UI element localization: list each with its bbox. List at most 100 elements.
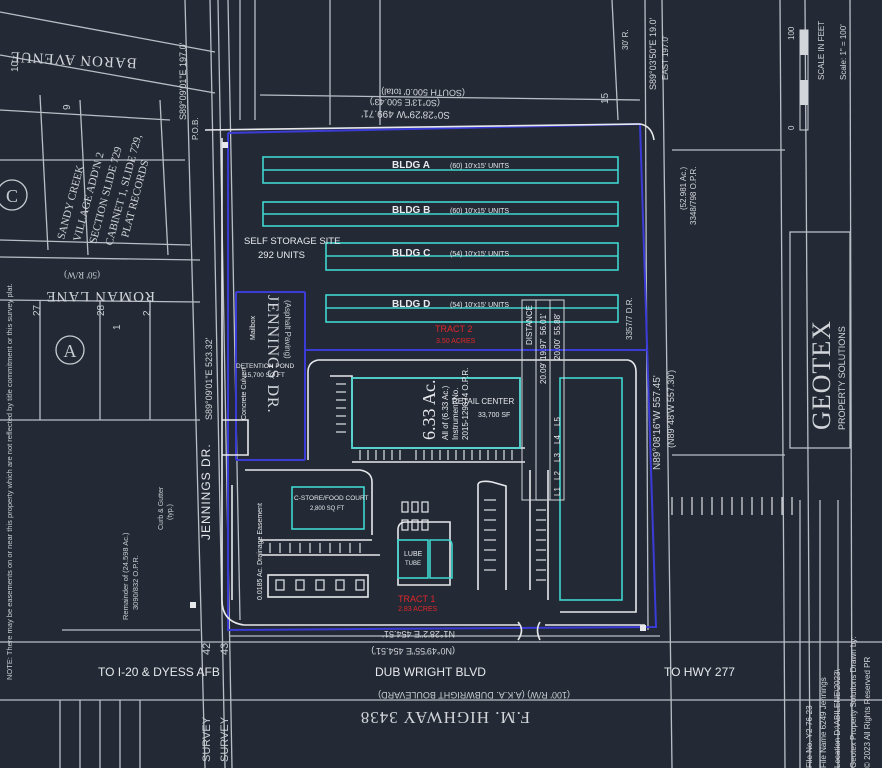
title-block: File No. Y2-76-23 File Name 6249 Jenning… bbox=[805, 636, 872, 768]
block-a-circle bbox=[55, 335, 85, 365]
block-c-circle bbox=[0, 179, 28, 211]
copyright: © 2023 All Rights Reserved PR bbox=[863, 656, 872, 768]
bearing-bottom-record: (N0°49'55"E 454.51') bbox=[371, 646, 455, 656]
tract2-label: TRACT 2 bbox=[435, 324, 472, 334]
lube-outline bbox=[397, 539, 429, 579]
line-l3: L3 bbox=[553, 453, 562, 462]
distance-d3: 19.97' bbox=[539, 338, 548, 360]
jennings-dr-left-label: JENNINGS DR. bbox=[199, 443, 213, 540]
cstore-title: C-STORE/FOOD COURT bbox=[294, 495, 369, 502]
lot-28: 28 bbox=[96, 304, 107, 316]
remainder-label: Remainder of (24.598 Ac.) bbox=[121, 532, 130, 620]
file-location: Location D:\ABILENE\2023\ bbox=[833, 668, 842, 768]
block-a-letter: A bbox=[64, 341, 77, 361]
tract-labels: TRACT 2 3.50 ACRES TRACT 1 2.83 ACRES bbox=[398, 324, 476, 613]
lot-27: 27 bbox=[32, 304, 43, 316]
storage-buildings bbox=[262, 156, 619, 323]
scale-bar: 100 0 SCALE IN FEET Scale: 1" = 100' bbox=[787, 21, 848, 131]
roman-lane-label: ROMAN LANE bbox=[45, 288, 155, 304]
culvert-label: Concrete Culvert bbox=[241, 367, 248, 420]
retail-sf: 33,700 SF bbox=[478, 412, 510, 419]
line-l5: L5 bbox=[553, 417, 562, 426]
geotex-sub: PROPERTY SOLUTIONS bbox=[837, 326, 847, 430]
bearing-right-record: (N89°48'W 557.30') bbox=[666, 370, 676, 448]
bldg-c-units: (54) 10'x15' UNITS bbox=[450, 251, 509, 258]
fm-aka-label: (100' R/W) (A.K.A. DUBWRIGHT BOULEVARD) bbox=[378, 690, 570, 700]
bearing-top-south: (SOUTH 500.0' total) bbox=[381, 87, 465, 98]
bldg-a-units: (60) 10'x15' UNITS bbox=[450, 163, 509, 170]
right-parcel-acres: (52.981 Ac.) bbox=[679, 167, 688, 210]
subdivision-label: SANDY CREEK VILLAGE ADD'N 2 SECTION SLID… bbox=[55, 133, 151, 247]
site-labels: SELF STORAGE SITE 292 UNITS RETAIL CENTE… bbox=[158, 236, 514, 600]
fm-highway-label: F.M. HIGHWAY 3438 bbox=[360, 708, 530, 727]
retail-title: RETAIL CENTER bbox=[452, 397, 514, 406]
lot-9: 9 bbox=[62, 104, 73, 110]
tract1-label: TRACT 1 bbox=[398, 594, 435, 604]
block-c-letter: C bbox=[6, 186, 18, 206]
corner-markers bbox=[190, 142, 646, 631]
acreage-label: 6.33 Ac. bbox=[419, 380, 439, 441]
dim-east-label: EAST 197.0' bbox=[661, 35, 670, 80]
pump-islands bbox=[275, 501, 429, 591]
remainder-vol: 3090/832 O.P.R. bbox=[131, 555, 140, 610]
distance-d4: 20.00' bbox=[553, 338, 562, 360]
retail-east-outline bbox=[559, 377, 623, 601]
bearing-labels: S0°28'29"W 499.71' (S0°13'E 500.43') (SO… bbox=[178, 17, 676, 656]
bldg-b-name: BLDG B bbox=[392, 205, 430, 216]
right-parcel-dr: 3357/7 D.R. bbox=[625, 297, 634, 340]
drainage-label: 0.0185 Ac. Drainage Easement bbox=[257, 503, 264, 600]
line-l1: L1 bbox=[553, 487, 562, 496]
bearing-top-record: (S0°13'E 500.43') bbox=[370, 97, 440, 108]
distance-d1: 56.01' bbox=[539, 313, 548, 335]
bearing-left-2: S89°09'01"E 523.32' bbox=[204, 337, 214, 420]
scale-ratio: Scale: 1" = 100' bbox=[839, 24, 848, 80]
cstore-outline bbox=[291, 486, 365, 530]
parking-stripes bbox=[269, 383, 793, 581]
lot-2: 2 bbox=[142, 310, 153, 316]
mailbox-label: Mailbox bbox=[250, 315, 257, 340]
baron-avenue-label: BARON AVENUE bbox=[9, 48, 137, 71]
bldg-d-units: (54) 10'x15' UNITS bbox=[450, 302, 509, 309]
property-boundary bbox=[227, 122, 658, 632]
geotex-logo: GEOTEX bbox=[807, 320, 836, 430]
curb-label: Curb & Gutter bbox=[158, 486, 165, 530]
distance-table: DISTANCE 56.01' 55.88' 19.97' 20.00' 20.… bbox=[521, 299, 565, 501]
bldg-a-name: BLDG A bbox=[392, 160, 430, 171]
instrument-label: Instrument No. bbox=[451, 388, 460, 440]
pob-label: P.O.B. bbox=[191, 117, 200, 140]
distance-header: DISTANCE bbox=[525, 305, 534, 345]
commercial-buildings bbox=[291, 377, 623, 601]
lot-15: 15 bbox=[600, 92, 611, 104]
right-parcel-vol: 3348/798 O.P.R. bbox=[689, 166, 698, 225]
survey-left-no: 42 bbox=[201, 643, 213, 655]
survey-right: SURVEY bbox=[219, 716, 231, 762]
bearing-left-1: S89°09'01"E 197.0' bbox=[178, 42, 188, 120]
tract1-acres: 2.83 ACRES bbox=[398, 606, 438, 613]
detention-title: DETENTION POND bbox=[236, 363, 294, 370]
line-l2: L2 bbox=[553, 471, 562, 480]
tract2-acres: 3.50 ACRES bbox=[436, 338, 476, 345]
building-labels: BLDG A (60) 10'x15' UNITS BLDG B (60) 10… bbox=[392, 160, 509, 310]
storage-title: SELF STORAGE SITE bbox=[244, 236, 340, 247]
lot-10: 10 bbox=[10, 60, 21, 72]
distance-d5: 20.09' bbox=[539, 362, 548, 384]
jennings-dr-right-label: JENNINGS DR. bbox=[264, 295, 281, 414]
scale-num-100: 100 bbox=[787, 26, 796, 40]
acreage-note: All of (6.33 Ac.) bbox=[441, 385, 450, 440]
bldg-d-name: BLDG D bbox=[392, 299, 430, 310]
bldg-b-units: (60) 10'x15' UNITS bbox=[450, 208, 509, 215]
lube-sub: TUBE bbox=[405, 561, 421, 567]
block-markers bbox=[0, 179, 85, 365]
file-name: File Name 6249 Jennings bbox=[819, 677, 828, 768]
notes: NOTE: There may be easements on or near … bbox=[5, 283, 231, 762]
to-i20-label: TO I-20 & DYESS AFB bbox=[98, 665, 220, 679]
file-no: File No. Y2-76-23 bbox=[805, 705, 814, 768]
scale-num-0: 0 bbox=[787, 125, 796, 130]
line-l4: L4 bbox=[553, 435, 562, 444]
curb-typ-label: (typ.) bbox=[167, 504, 174, 520]
bearing-top: S0°28'29"W 499.71' bbox=[361, 107, 450, 120]
roman-lane-row-label: (50' R/W) bbox=[64, 270, 100, 280]
easement-note: NOTE: There may be easements on or near … bbox=[5, 283, 14, 680]
scale-label: SCALE IN FEET bbox=[817, 21, 826, 80]
